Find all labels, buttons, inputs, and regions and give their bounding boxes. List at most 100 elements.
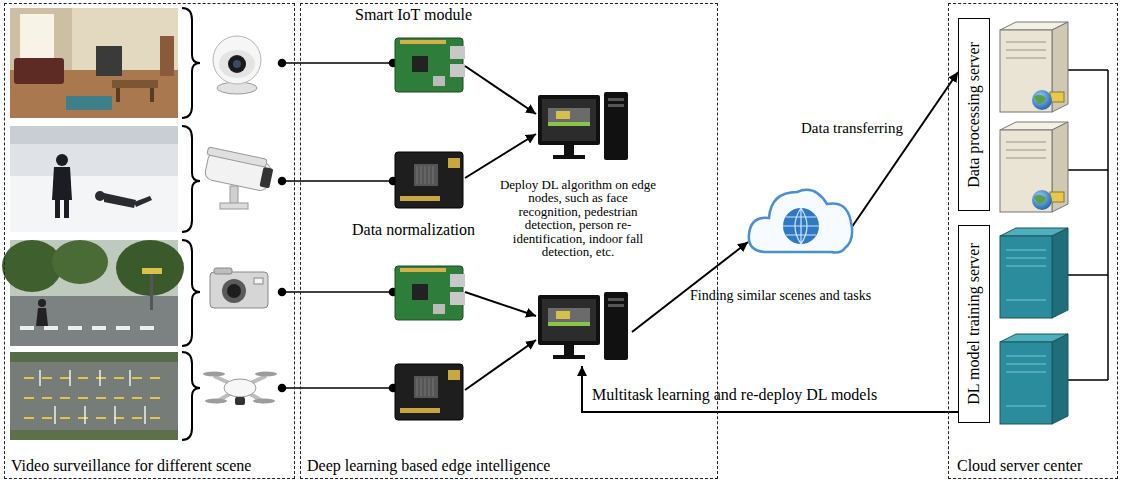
edge-computer bbox=[542, 299, 596, 341]
edge-computer bbox=[608, 304, 624, 307]
flow-arrow bbox=[465, 292, 536, 316]
brace bbox=[182, 8, 200, 440]
room-photo bbox=[10, 8, 178, 118]
flow-arrow bbox=[632, 242, 748, 332]
edge-computer bbox=[538, 95, 600, 145]
data-server bbox=[1034, 195, 1046, 204]
embedded-board bbox=[395, 364, 463, 420]
data-server bbox=[1006, 142, 1046, 158]
flow-arrow bbox=[465, 66, 536, 114]
raspberry-board bbox=[433, 304, 445, 314]
street-photo bbox=[142, 268, 162, 274]
brace bbox=[182, 8, 200, 118]
wire bbox=[279, 385, 286, 392]
street-photo bbox=[68, 326, 82, 330]
edge-computer bbox=[556, 111, 570, 119]
raspberry-board bbox=[450, 46, 465, 59]
raspberry-board bbox=[450, 64, 465, 77]
compact-camera bbox=[210, 272, 268, 308]
room-photo bbox=[14, 58, 64, 84]
edge-computer bbox=[538, 92, 628, 160]
connector-arrow bbox=[852, 72, 958, 227]
bullet-camera bbox=[202, 147, 275, 192]
edge-computer bbox=[556, 311, 570, 319]
data-server bbox=[1050, 92, 1064, 102]
bullet-camera bbox=[207, 147, 267, 167]
raspberry-board bbox=[412, 284, 428, 300]
drone bbox=[255, 372, 277, 377]
panel-frame: Cloud server center Data processing serve… bbox=[948, 3, 1118, 479]
server-label: Data processing server bbox=[965, 42, 983, 188]
data-server bbox=[1000, 30, 1052, 112]
brace bbox=[182, 352, 200, 440]
room-photo bbox=[116, 88, 120, 102]
compact-camera bbox=[227, 284, 241, 298]
edge-computer bbox=[608, 104, 624, 107]
compact-camera bbox=[214, 268, 232, 274]
data-server bbox=[1050, 192, 1064, 202]
bullet-camera bbox=[202, 147, 275, 209]
snow-photo bbox=[10, 126, 178, 232]
edge-computer bbox=[564, 345, 574, 355]
wire bbox=[282, 291, 393, 293]
street-photo bbox=[44, 326, 58, 330]
panel-caption: Video surveillance for different scene bbox=[11, 457, 251, 475]
embedded-board bbox=[448, 370, 460, 380]
raspberry-board bbox=[450, 274, 465, 287]
server-label: DL model training server bbox=[965, 243, 983, 405]
street-photo bbox=[116, 326, 130, 330]
compact-camera bbox=[210, 268, 268, 308]
raspberry-board bbox=[400, 40, 446, 44]
street-photo bbox=[150, 270, 153, 310]
data-server bbox=[1032, 90, 1052, 110]
room-photo bbox=[20, 14, 54, 60]
dome-camera bbox=[213, 36, 261, 94]
embedded-board bbox=[414, 164, 438, 186]
brace bbox=[182, 126, 200, 232]
training-server bbox=[1006, 356, 1046, 406]
embedded-board bbox=[417, 378, 433, 396]
flow-arrow bbox=[465, 66, 958, 412]
snow-photo bbox=[56, 154, 68, 166]
embedded-board bbox=[400, 196, 440, 201]
edge-computer bbox=[553, 155, 585, 159]
data-server bbox=[1000, 122, 1068, 212]
drone bbox=[235, 397, 245, 405]
raspberry-board bbox=[400, 268, 446, 272]
flow-arrow bbox=[582, 366, 958, 412]
wire bbox=[282, 387, 393, 389]
training-server bbox=[1006, 250, 1046, 300]
street-photo bbox=[52, 240, 108, 284]
edge-computer bbox=[548, 322, 590, 326]
globe-icon bbox=[783, 208, 819, 244]
street-photo bbox=[2, 240, 184, 346]
snow-photo bbox=[10, 126, 178, 144]
panel-caption: Cloud server center bbox=[957, 457, 1082, 475]
edge-computer bbox=[604, 92, 628, 160]
globe-icon bbox=[783, 208, 819, 244]
training-server bbox=[1052, 228, 1068, 318]
wire bbox=[282, 180, 393, 182]
snow-photo bbox=[104, 193, 136, 208]
drone bbox=[253, 399, 275, 404]
wire bbox=[279, 60, 286, 67]
training-server bbox=[1000, 236, 1052, 318]
aerial-photo bbox=[40, 370, 145, 424]
snow-photo bbox=[52, 167, 72, 200]
data-server bbox=[1006, 42, 1046, 58]
step-label: Data normalization bbox=[352, 221, 475, 239]
snow-photo bbox=[134, 196, 152, 207]
edge-computer bbox=[542, 99, 596, 141]
room-photo bbox=[10, 8, 178, 118]
cloud-node: Finding similar scenes and tasks bbox=[745, 178, 855, 260]
wire bbox=[279, 289, 286, 296]
edge-computer bbox=[548, 122, 590, 126]
data-server bbox=[1000, 22, 1068, 112]
aerial-photo bbox=[24, 378, 164, 418]
embedded-board bbox=[448, 158, 460, 168]
edge-computer bbox=[548, 308, 590, 324]
wire bbox=[279, 178, 286, 185]
training-server bbox=[1000, 228, 1068, 318]
brace bbox=[182, 240, 200, 346]
arrow-label: Multitask learning and re-deploy DL mode… bbox=[592, 386, 877, 404]
